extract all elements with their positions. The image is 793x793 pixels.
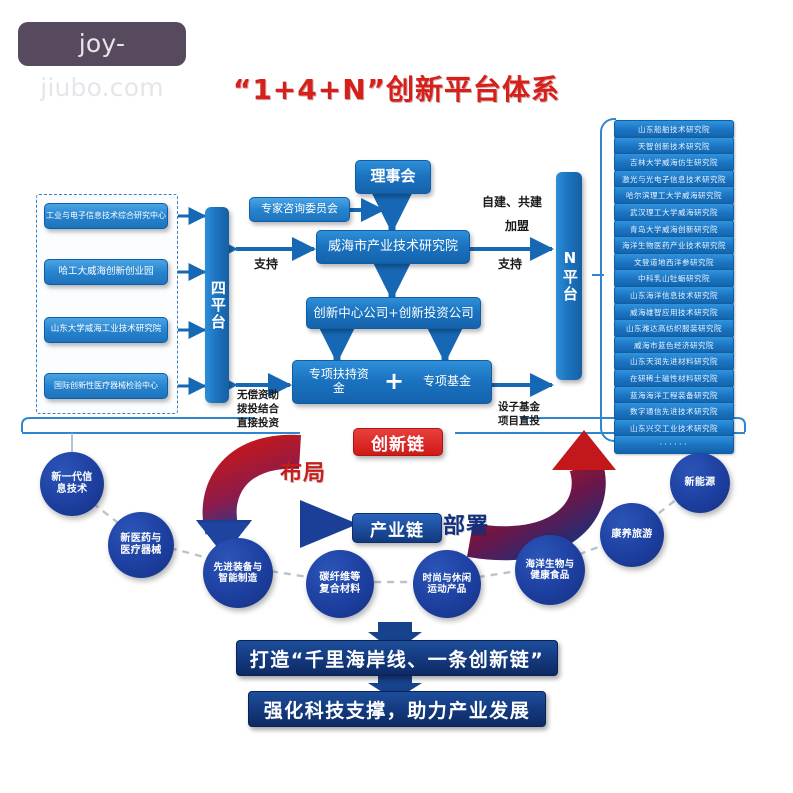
footer-banner-2-label: 强化科技支撑，助力产业发展 xyxy=(263,699,531,722)
industry-circle-text: 新医药与医疗器械 xyxy=(120,533,162,556)
industry-circle-4[interactable]: 碳纤维等复合材料 xyxy=(306,550,374,618)
layout-label: 布局 xyxy=(280,461,327,486)
modes-line-1: 自建、共建 xyxy=(482,195,543,209)
watermark: joy-jiubo.com xyxy=(18,22,186,102)
note-right-line-1: 设子基金 xyxy=(498,401,540,413)
n-platform-label: N平台 xyxy=(560,249,579,303)
fund-plus-sign: + xyxy=(383,367,405,396)
industry-circle-7[interactable]: 康养旅游 xyxy=(600,503,664,567)
note-left-line-2: 拨投结合 xyxy=(237,403,279,416)
support-right-label: 支持 xyxy=(498,257,523,271)
platform-box-4[interactable]: 国际创新性医疗器械检验中心 xyxy=(44,373,168,399)
four-platform-bar: 四平台 xyxy=(205,207,229,403)
institute-chip[interactable]: ······ xyxy=(614,435,734,455)
industry-circle-3[interactable]: 先进装备与智能制造 xyxy=(203,538,273,608)
company-box[interactable]: 创新中心公司+创新投资公司 xyxy=(306,297,481,329)
industry-circle-5[interactable]: 时尚与休闲运动产品 xyxy=(413,550,481,618)
platform-box-1[interactable]: 工业与电子信息技术综合研究中心 xyxy=(44,203,168,229)
note-right-block: 设子基金 项目直投 xyxy=(498,400,540,428)
innovation-chain-label: 创新链 xyxy=(371,434,425,455)
n-platform-bracket xyxy=(600,118,616,442)
industry-chain-box[interactable]: 产业链 xyxy=(352,513,442,543)
advisory-box[interactable]: 专家咨询委员会 xyxy=(249,197,350,222)
industry-circle-text: 海洋生物与健康食品 xyxy=(525,558,575,581)
funds-box[interactable]: 专项扶持资金 + 专项基金 xyxy=(292,360,492,404)
modes-line-2: 加盟 xyxy=(505,219,530,233)
industry-circle-8[interactable]: 新能源 xyxy=(670,453,730,513)
deploy-label: 部署 xyxy=(443,514,490,539)
page-title: “1+4+N”创新平台体系 xyxy=(232,73,561,106)
platform-label: 工业与电子信息技术综合研究中心 xyxy=(46,211,166,221)
fund-right-label: 专项基金 xyxy=(423,374,472,389)
board-label: 理事会 xyxy=(370,167,416,186)
institute-box[interactable]: 威海市产业技术研究院 xyxy=(316,230,470,264)
platform-label: 哈工大威海创新创业园 xyxy=(58,265,154,277)
industry-circle-text: 康养旅游 xyxy=(611,529,653,540)
industry-circle-text: 时尚与休闲运动产品 xyxy=(422,572,472,595)
platform-label: 山东大学威海工业技术研究院 xyxy=(50,324,162,335)
company-label: 创新中心公司+创新投资公司 xyxy=(313,304,474,320)
innovation-chain-box[interactable]: 创新链 xyxy=(353,428,443,456)
footer-banner-1[interactable]: 打造“千里海岸线、一条创新链” xyxy=(236,640,558,676)
industry-chain-label: 产业链 xyxy=(370,520,424,541)
industry-circle-2[interactable]: 新医药与医疗器械 xyxy=(108,512,174,578)
note-left-line-3: 直接投资 xyxy=(237,417,279,430)
footer-banner-1-label: 打造“千里海岸线、一条创新链” xyxy=(249,648,545,671)
four-platform-label: 四平台 xyxy=(208,279,227,331)
fund-left-label: 专项扶持资金 xyxy=(308,367,369,395)
note-right-line-2: 项目直投 xyxy=(498,415,540,428)
industry-circle-text: 新能源 xyxy=(684,477,716,488)
platform-box-2[interactable]: 哈工大威海创新创业园 xyxy=(44,259,168,285)
industry-circle-1[interactable]: 新一代信息技术 xyxy=(40,452,104,516)
note-left-block: 无偿资助 拨投结合 直接投资 xyxy=(237,388,279,431)
n-platform-bar: N平台 xyxy=(556,172,582,380)
support-left-label: 支持 xyxy=(254,257,279,271)
industry-circle-text: 先进装备与智能制造 xyxy=(213,561,263,584)
platform-label: 国际创新性医疗器械检验中心 xyxy=(54,381,158,391)
industry-circle-6[interactable]: 海洋生物与健康食品 xyxy=(515,535,585,605)
board-box[interactable]: 理事会 xyxy=(355,160,431,194)
note-left-line-1: 无偿资助 xyxy=(237,389,279,401)
advisory-label: 专家咨询委员会 xyxy=(261,202,338,216)
industry-circle-text: 碳纤维等复合材料 xyxy=(319,572,361,595)
industry-circle-text: 新一代信息技术 xyxy=(51,472,93,495)
footer-banner-2[interactable]: 强化科技支撑，助力产业发展 xyxy=(248,691,546,727)
institute-label: 威海市产业技术研究院 xyxy=(327,238,458,254)
platform-box-3[interactable]: 山东大学威海工业技术研究院 xyxy=(44,317,168,343)
